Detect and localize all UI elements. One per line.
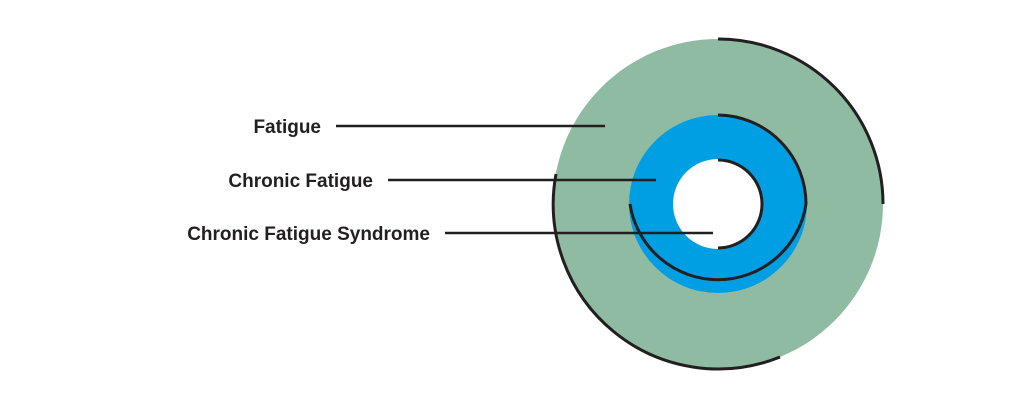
label-chronic-fatigue: Chronic Fatigue xyxy=(228,171,373,192)
middle-arc-bottom-left xyxy=(628,203,808,282)
outer-arc-top-right xyxy=(717,37,885,205)
label-chronic-fatigue-syndrome: Chronic Fatigue Syndrome xyxy=(187,224,430,245)
inner-circle-chronic-fatigue-syndrome xyxy=(673,159,763,249)
outer-arc-bottom-left xyxy=(551,173,781,371)
inner-arc-bottom-right xyxy=(717,158,764,250)
label-fatigue: Fatigue xyxy=(253,117,321,138)
middle-arc-top-right xyxy=(717,113,808,205)
